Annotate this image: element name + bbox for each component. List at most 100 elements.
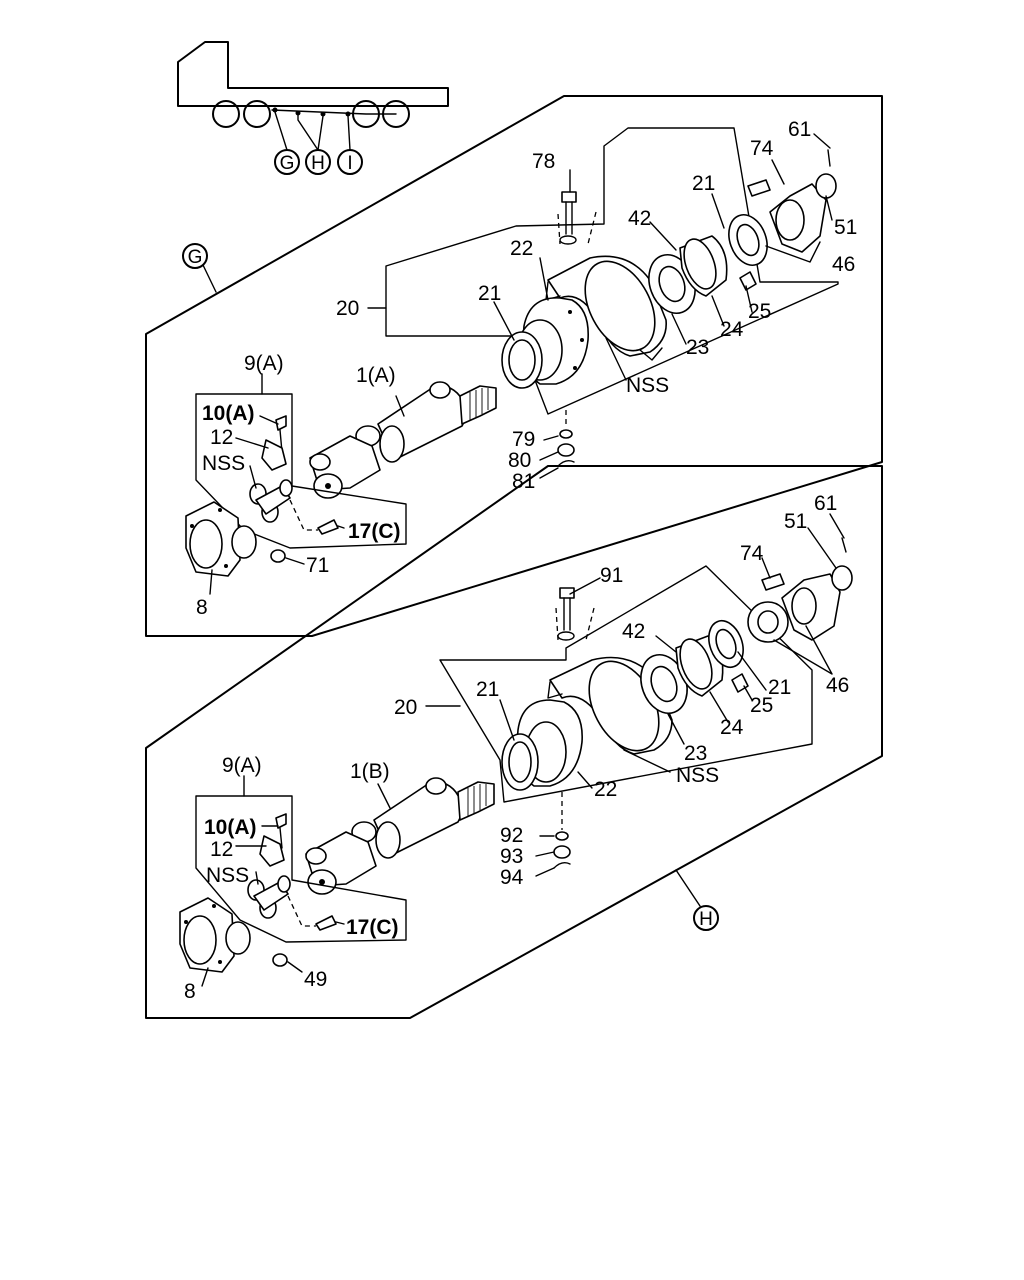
label-22: 22	[510, 237, 533, 260]
label-21-top: 21	[692, 172, 715, 195]
universal-joint-cross-h	[247, 875, 291, 919]
label-71: 71	[306, 554, 329, 577]
truck-locator: G H I	[177, 41, 449, 175]
label-8: 8	[196, 596, 208, 619]
seal-right-h	[708, 619, 744, 669]
seal-left	[501, 331, 543, 389]
slip-yoke-h	[305, 831, 377, 895]
label-80: 80	[508, 449, 531, 472]
universal-joint-group-outline	[195, 393, 407, 549]
label-9a: 9(A)	[244, 352, 284, 375]
cotter-pin-61	[827, 149, 831, 167]
label-21-right-h: 21	[768, 676, 791, 699]
label-51-h: 51	[784, 510, 807, 533]
slip-yoke	[309, 435, 381, 499]
propeller-shaft-h	[351, 777, 495, 859]
pin-94	[553, 861, 571, 869]
propeller-shaft	[355, 381, 497, 463]
lock-plate-12-h	[259, 835, 285, 867]
label-8-h: 8	[184, 980, 196, 1003]
section-g-callout	[182, 243, 208, 269]
section-h-frame	[145, 465, 883, 1019]
grease-fitting	[739, 271, 757, 291]
rubber-insulator	[679, 235, 728, 297]
nut-51-h	[831, 565, 853, 591]
label-nss-joint: NSS	[202, 452, 245, 475]
label-51: 51	[834, 216, 857, 239]
label-20: 20	[336, 297, 359, 320]
cotter-pin-61-h	[841, 537, 847, 553]
label-92: 92	[500, 824, 523, 847]
nut-49	[272, 953, 288, 967]
label-17c: 17(C)	[348, 520, 401, 543]
label-20-h: 20	[394, 696, 417, 719]
bearing-group-outline-h	[439, 565, 813, 803]
label-nss-bracket: NSS	[626, 374, 669, 397]
label-42-h: 42	[622, 620, 645, 643]
bolt-91	[555, 587, 595, 641]
label-93: 93	[500, 845, 523, 868]
callout-h-locator	[305, 149, 331, 175]
label-46: 46	[832, 253, 855, 276]
label-49: 49	[304, 968, 327, 991]
label-23: 23	[686, 336, 709, 359]
truck-silhouette	[177, 41, 449, 107]
seal-right	[728, 214, 768, 266]
lock-plate-12	[261, 439, 287, 471]
nut-51	[815, 173, 837, 199]
companion-flange-h	[747, 573, 841, 643]
label-9a-h: 9(A)	[222, 754, 262, 777]
bolt-74-h	[761, 573, 785, 591]
section-g: G	[145, 95, 883, 637]
label-10a: 10(A)	[202, 402, 255, 425]
label-74: 74	[750, 137, 774, 160]
label-42: 42	[628, 207, 651, 230]
universal-joint-cross	[249, 479, 293, 523]
label-22-h: 22	[594, 778, 617, 801]
label-21-left: 21	[478, 282, 501, 305]
label-1b: 1(B)	[350, 760, 390, 783]
label-25-h: 25	[750, 694, 773, 717]
wheel-front-1	[212, 100, 240, 128]
label-10a-h: 10(A)	[204, 816, 257, 839]
companion-flange	[769, 183, 827, 253]
nut-93	[553, 845, 571, 859]
seal-left-h	[501, 733, 539, 791]
callout-g-locator	[274, 149, 300, 175]
label-21-left-h: 21	[476, 678, 499, 701]
center-bearing-h	[640, 654, 688, 714]
label-12: 12	[210, 426, 233, 449]
section-h-callout	[693, 905, 719, 931]
label-23-h: 23	[684, 742, 707, 765]
section-h-callout-text: H	[699, 909, 713, 930]
bolt-78	[557, 191, 597, 245]
grease-fitting-17c	[317, 519, 339, 535]
nut-71	[270, 549, 286, 563]
callout-i-locator	[337, 149, 363, 175]
flange-yoke-h	[179, 897, 251, 973]
section-h: H	[145, 465, 883, 1019]
label-61-h: 61	[814, 492, 837, 515]
label-nss-joint-h: NSS	[206, 864, 249, 887]
washer-79	[559, 429, 573, 439]
label-74-h: 74	[740, 542, 764, 565]
label-17c-h: 17(C)	[346, 916, 399, 939]
section-g-callout-text: G	[188, 247, 203, 268]
label-24: 24	[720, 318, 744, 341]
label-1a: 1(A)	[356, 364, 396, 387]
bolt-74	[747, 179, 771, 197]
bolt-10a	[275, 415, 287, 431]
pin-81	[557, 459, 575, 467]
nut-80	[557, 443, 575, 457]
label-61: 61	[788, 118, 811, 141]
label-25: 25	[748, 300, 771, 323]
bolt-10a-h	[275, 813, 287, 829]
flange-yoke	[185, 501, 257, 577]
label-78: 78	[532, 150, 555, 173]
grease-fitting-17c-h	[315, 915, 337, 931]
washer-92	[555, 831, 569, 841]
label-46-h: 46	[826, 674, 849, 697]
wheel-front-2	[243, 100, 271, 128]
